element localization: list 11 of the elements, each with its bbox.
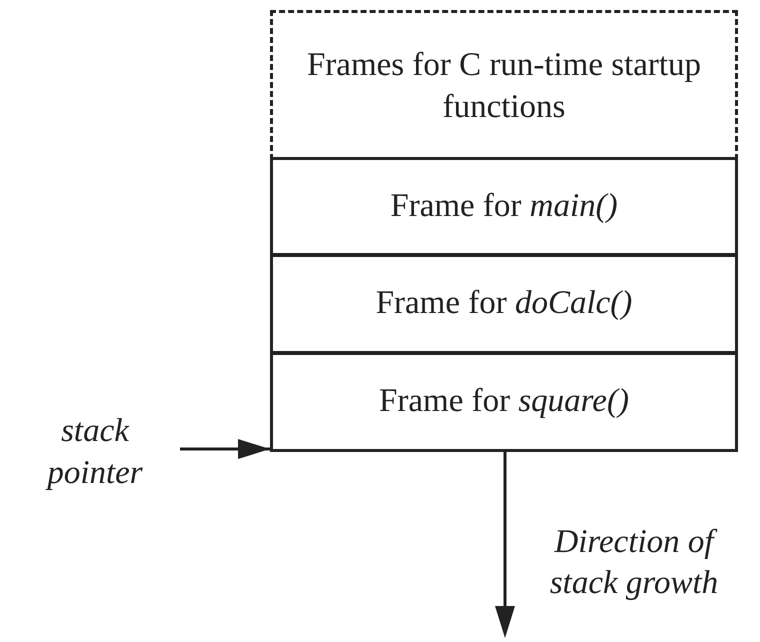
stack-frame-region bbox=[270, 10, 738, 160]
stack-frame bbox=[270, 157, 738, 256]
arrow bbox=[180, 439, 270, 459]
frame-label: Frames for C run-time startup functions bbox=[306, 46, 702, 126]
frame-label: Frame for square() bbox=[379, 382, 629, 422]
stack-frame bbox=[270, 254, 738, 354]
frame-label: Frame for doCalc() bbox=[376, 284, 632, 324]
pointer-label: stack pointer bbox=[44, 412, 144, 492]
direction-label: Direction of stack growth bbox=[548, 523, 720, 604]
frame-label: Frame for main() bbox=[390, 186, 618, 226]
stack-frame bbox=[270, 352, 738, 452]
